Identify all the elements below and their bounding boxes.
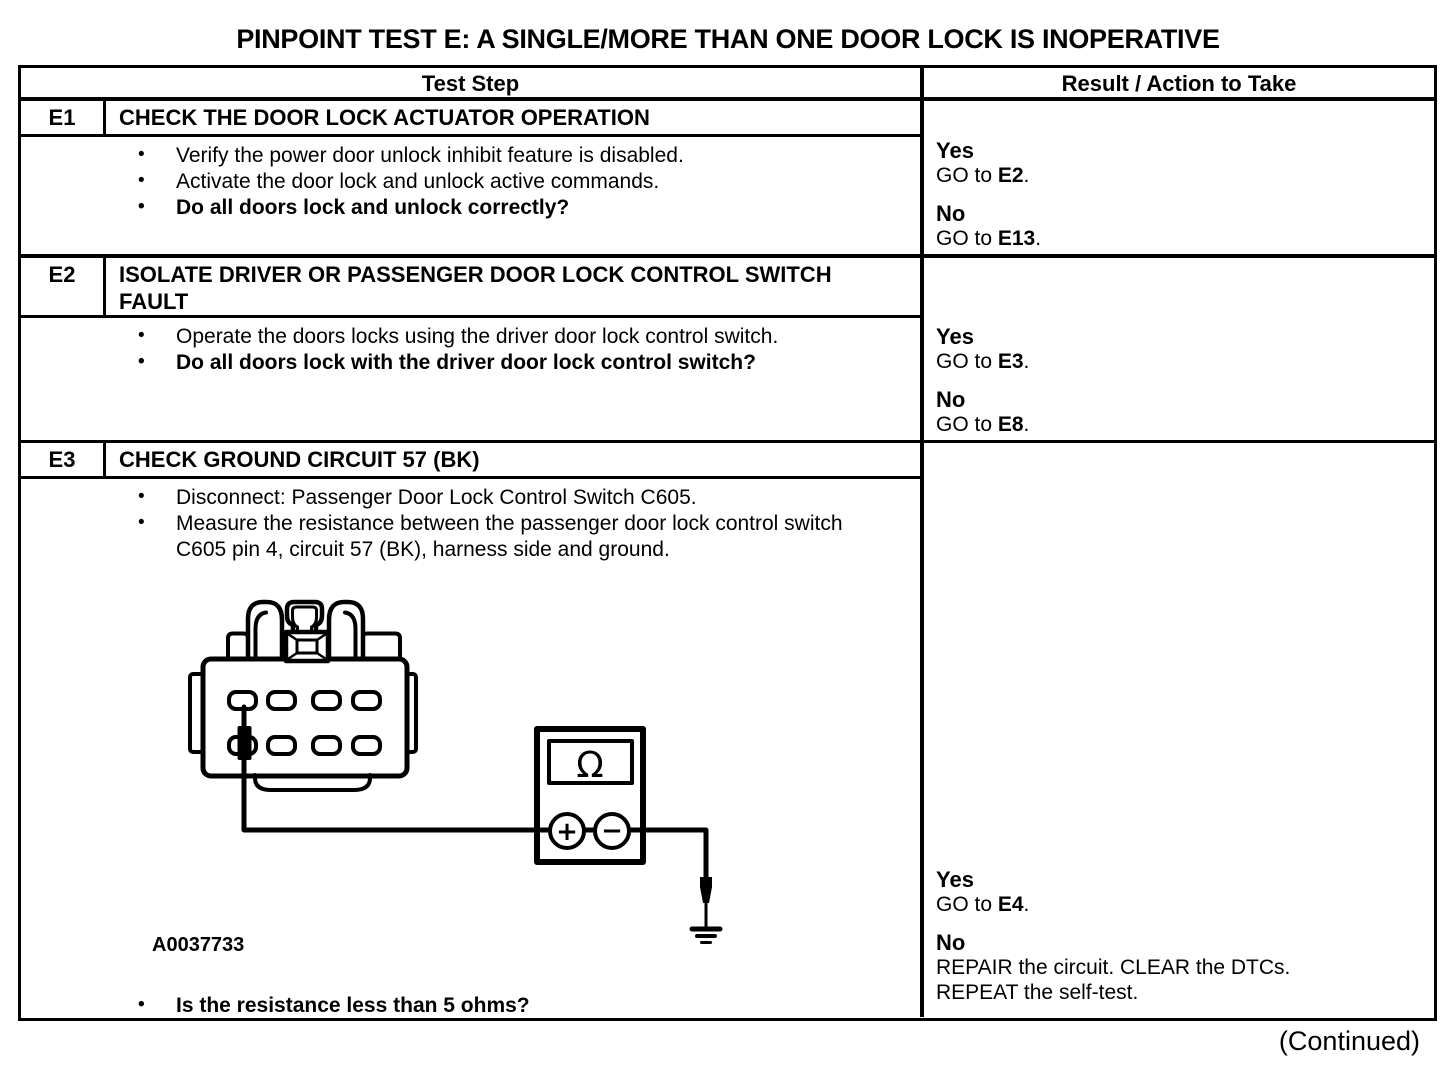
result-no-label: No <box>936 930 966 955</box>
result-yes: Yes GO to E4. <box>936 867 1434 917</box>
test-probe-icon <box>237 726 252 760</box>
test-step-cell-e1: E1 CHECK THE DOOR LOCK ACTUATOR OPERATIO… <box>21 101 924 254</box>
result-cell-e1: Yes GO to E2. No GO to E13. <box>924 101 1434 254</box>
multimeter-terminals: + − <box>548 812 631 850</box>
bullet-item-question: •Do all doors lock and unlock correctly? <box>138 196 570 219</box>
figure-label: A0037733 <box>152 934 245 956</box>
test-step-cell-e3: E3 CHECK GROUND CIRCUIT 57 (BK) •Disconn… <box>21 443 924 1017</box>
table-row-e1: E1 CHECK THE DOOR LOCK ACTUATOR OPERATIO… <box>21 101 1434 258</box>
step-reference: E3 <box>997 350 1024 373</box>
column-header-test-step: Test Step <box>21 68 924 97</box>
final-bullet-list: •Is the resistance less than 5 ohms? <box>21 987 920 1019</box>
result-cell-e3: Yes GO to E4. No REPAIR the circuit. CLE… <box>924 443 1434 1017</box>
step-id: E3 <box>21 443 106 476</box>
column-header-result: Result / Action to Take <box>1061 71 1297 96</box>
table-header-row: Test Step Result / Action to Take <box>21 68 1434 101</box>
step-reference: E8 <box>997 413 1024 436</box>
step-title: CHECK THE DOOR LOCK ACTUATOR OPERATION <box>119 105 650 130</box>
bullet-icon: • <box>138 325 145 346</box>
bullet-item: •Operate the doors locks using the drive… <box>138 325 779 348</box>
bullet-list: •Operate the doors locks using the drive… <box>21 318 920 376</box>
result-no-action-line1: REPAIR the circuit. CLEAR the DTCs. <box>936 956 1291 979</box>
step-title: ISOLATE DRIVER OR PASSENGER DOOR LOCK CO… <box>119 262 832 314</box>
table-row-e2: E2 ISOLATE DRIVER OR PASSENGER DOOR LOCK… <box>21 258 1434 443</box>
table-row-e3: E3 CHECK GROUND CIRCUIT 57 (BK) •Disconn… <box>21 443 1434 1017</box>
minus-terminal-symbol: − <box>601 816 623 846</box>
bullet-list: •Verify the power door unlock inhibit fe… <box>21 137 920 221</box>
result-no: No GO to E8. <box>936 387 1434 437</box>
bullet-icon: • <box>138 144 145 165</box>
page-title: PINPOINT TEST E: A SINGLE/MORE THAN ONE … <box>236 24 1220 54</box>
ground-icon <box>689 877 723 944</box>
step-header-e2: E2 ISOLATE DRIVER OR PASSENGER DOOR LOCK… <box>21 258 920 318</box>
step-body-e3: •Disconnect: Passenger Door Lock Control… <box>21 479 920 1017</box>
result-yes-action: GO to E3. <box>936 350 1030 373</box>
circuit-test-diagram: Ω + − <box>188 599 723 944</box>
bullet-icon: • <box>138 486 145 507</box>
bullet-icon: • <box>138 512 145 533</box>
result-cell-e2: Yes GO to E3. No GO to E8. <box>924 258 1434 440</box>
step-reference: E2 <box>997 164 1024 187</box>
step-header-e1: E1 CHECK THE DOOR LOCK ACTUATOR OPERATIO… <box>21 101 920 137</box>
result-no-label: No <box>936 201 966 226</box>
result-no-action: GO to E13. <box>936 227 1042 250</box>
continued-note: (Continued) <box>1278 1026 1420 1056</box>
connector-icon <box>188 599 418 792</box>
step-body-e2: •Operate the doors locks using the drive… <box>21 318 920 440</box>
bullet-icon: • <box>138 196 145 217</box>
result-yes-label: Yes <box>936 324 974 349</box>
bullet-item: •Disconnect: Passenger Door Lock Control… <box>138 486 697 509</box>
step-id: E1 <box>21 101 106 134</box>
bullet-item-question: •Do all doors lock with the driver door … <box>138 351 756 374</box>
bullet-item-question: •Is the resistance less than 5 ohms? <box>138 994 530 1017</box>
test-lead-wire <box>241 704 709 884</box>
step-reference: E4 <box>997 893 1024 916</box>
bullet-item: •Measure the resistance between the pass… <box>138 512 843 561</box>
pinpoint-test-table: Test Step Result / Action to Take E1 CHE… <box>18 65 1437 1021</box>
bullet-item: •Activate the door lock and unlock activ… <box>138 170 660 193</box>
result-no: No GO to E13. <box>936 201 1434 251</box>
bullet-icon: • <box>138 170 145 191</box>
result-yes-action: GO to E4. <box>936 893 1030 916</box>
result-yes: Yes GO to E3. <box>936 324 1434 374</box>
step-header-e3: E3 CHECK GROUND CIRCUIT 57 (BK) <box>21 443 920 479</box>
result-yes-action: GO to E2. <box>936 164 1030 187</box>
result-yes-label: Yes <box>936 867 974 892</box>
result-no-action: GO to E8. <box>936 413 1030 436</box>
bullet-item: •Verify the power door unlock inhibit fe… <box>138 144 684 167</box>
bullet-icon: • <box>138 994 145 1015</box>
step-title: CHECK GROUND CIRCUIT 57 (BK) <box>119 447 480 472</box>
bullet-list: •Disconnect: Passenger Door Lock Control… <box>21 479 920 563</box>
step-id: E2 <box>21 258 106 315</box>
result-no-label: No <box>936 387 966 412</box>
result-yes: Yes GO to E2. <box>936 138 1434 188</box>
bullet-icon: • <box>138 351 145 372</box>
result-no-action-line2: REPEAT the self-test. <box>936 981 1139 1004</box>
step-body-e1: •Verify the power door unlock inhibit fe… <box>21 137 920 254</box>
ohm-symbol: Ω <box>576 745 604 786</box>
plus-terminal-symbol: + <box>556 817 578 847</box>
test-step-cell-e2: E2 ISOLATE DRIVER OR PASSENGER DOOR LOCK… <box>21 258 924 440</box>
result-no: No REPAIR the circuit. CLEAR the DTCs. R… <box>936 930 1434 1005</box>
step-reference: E13 <box>997 227 1036 250</box>
result-yes-label: Yes <box>936 138 974 163</box>
